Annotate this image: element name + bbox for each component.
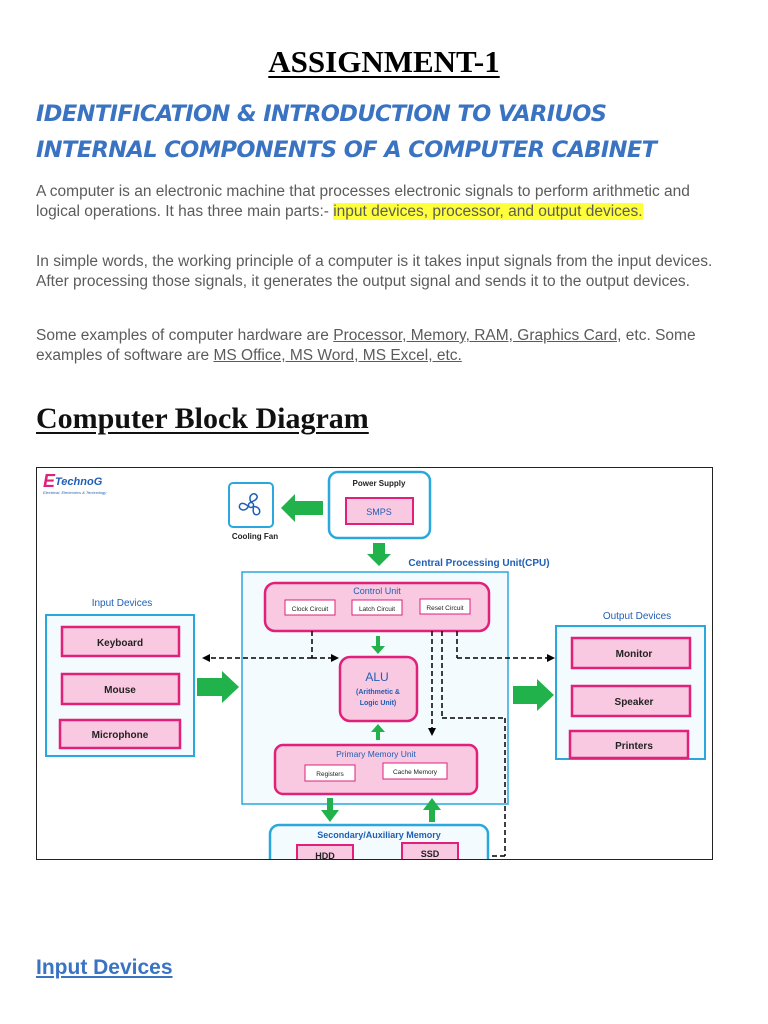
power-supply-label: Power Supply <box>353 479 406 488</box>
latch-circuit-label: Latch Circuit <box>359 606 395 613</box>
cpu-label: Central Processing Unit(CPU) <box>408 558 549 569</box>
printers-box <box>568 729 690 760</box>
fan-icon <box>238 493 261 516</box>
microphone-box <box>58 718 182 750</box>
examples-text-a: Some examples of computer hardware are <box>36 327 334 344</box>
registers-label: Registers <box>316 771 344 778</box>
printers-label: Printers <box>615 741 653 752</box>
cache-memory-label: Cache Memory <box>393 769 438 776</box>
intro-text: A computer is an electronic machine that… <box>36 183 690 220</box>
mouse-box <box>60 672 181 706</box>
alu-sub2: Logic Unit) <box>360 700 397 707</box>
registers-box <box>304 764 356 782</box>
arrow-cpu-to-output <box>513 679 554 711</box>
keyboard-label: Keyboard <box>97 638 143 649</box>
latch-circuit-box <box>351 599 403 616</box>
logo-tagline: Electrical, Electronics & Technology <box>43 490 107 495</box>
ssd-label: SSD <box>421 849 440 859</box>
alu-box <box>338 655 419 723</box>
examples-text-b: etc. Some examples of software are <box>36 327 696 364</box>
microphone-label: Microphone <box>92 730 149 741</box>
highlighted-parts: input devices, processor, and output dev… <box>333 203 643 220</box>
subtitle-line-2: INTERNAL COMPONENTS OF A COMPUTER CABINE… <box>36 137 657 163</box>
intro-paragraph: A computer is an electronic machine that… <box>36 182 726 222</box>
page-title: ASSIGNMENT-1 <box>268 44 500 79</box>
primary-memory-box <box>273 743 479 796</box>
block-diagram-svg: E TechnoG Electrical, Electronics & Tech… <box>43 470 706 860</box>
monitor-label: Monitor <box>616 649 653 660</box>
secondary-memory-label: Secondary/Auxiliary Memory <box>317 830 441 840</box>
hdd-box <box>296 844 354 859</box>
input-devices-label: Input Devices <box>92 598 153 609</box>
cooling-fan-box <box>228 482 274 528</box>
etechnog-logo: E TechnoG Electrical, Electronics & Tech… <box>43 471 107 495</box>
arrow-memory-to-alu <box>371 724 385 740</box>
clock-circuit-label: Clock Circuit <box>292 606 329 613</box>
ssd-box <box>401 842 459 859</box>
cache-memory-box <box>382 762 448 780</box>
input-devices-heading-link[interactable]: Input Devices <box>36 956 173 979</box>
examples-paragraph: Some examples of computer hardware are P… <box>36 326 726 366</box>
working-principle-paragraph: In simple words, the working principle o… <box>36 253 713 290</box>
dashed-connections <box>202 631 555 857</box>
arrow-smps-to-fan <box>281 494 323 522</box>
arrow-input-to-cpu <box>197 671 239 703</box>
software-examples-link[interactable]: MS Office, MS Word, MS Excel, etc. <box>213 347 462 364</box>
alu-label: ALU <box>365 670 388 684</box>
subtitle-line-1: IDENTIFICATION & INTRODUCTION TO VARIUOS <box>36 101 607 127</box>
arrow-secondary-to-primary <box>423 798 441 822</box>
hdd-label: HDD <box>315 851 335 860</box>
section-title: Computer Block Diagram <box>36 402 369 435</box>
monitor-box <box>570 636 692 670</box>
document-subtitle: IDENTIFICATION & INTRODUCTION TO VARIUOS… <box>36 96 736 168</box>
clock-circuit-box <box>284 599 336 616</box>
logo-initial: E <box>43 471 56 491</box>
smps-label: SMPS <box>366 507 392 517</box>
logo-text: TechnoG <box>55 476 103 488</box>
arrow-smps-to-cpu <box>367 543 391 566</box>
smps-box <box>345 497 414 525</box>
speaker-box <box>570 684 692 718</box>
arrow-primary-to-secondary <box>321 798 339 822</box>
keyboard-box <box>60 625 181 658</box>
computer-block-diagram: E TechnoG Electrical, Electronics & Tech… <box>36 467 713 860</box>
primary-memory-label: Primary Memory Unit <box>336 749 416 759</box>
hardware-examples-link[interactable]: Processor, Memory, RAM, Graphics Card, <box>333 327 622 344</box>
alu-sub1: (Arithmetic & <box>356 689 400 696</box>
mouse-label: Mouse <box>104 685 136 696</box>
control-unit-label: Control Unit <box>353 586 401 596</box>
cooling-fan-label: Cooling Fan <box>232 532 278 541</box>
reset-circuit-label: Reset Circuit <box>426 605 463 612</box>
output-devices-label: Output Devices <box>603 611 671 622</box>
reset-circuit-box <box>419 598 471 615</box>
speaker-label: Speaker <box>615 697 654 708</box>
arrow-cu-to-alu <box>371 636 385 654</box>
